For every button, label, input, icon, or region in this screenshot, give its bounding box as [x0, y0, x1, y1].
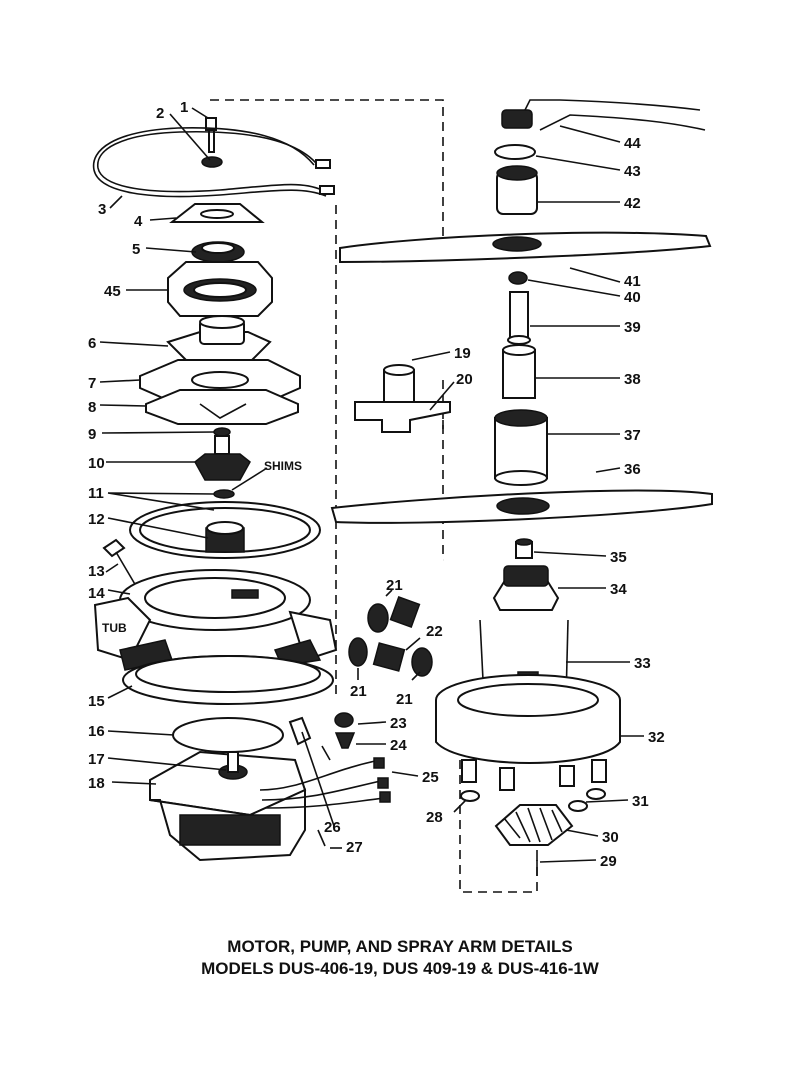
part-3-heating-element [92, 126, 335, 198]
label-21a: 21 [386, 577, 403, 594]
diagram-title-line-1: MOTOR, PUMP, AND SPRAY ARM DETAILS [227, 937, 573, 956]
label-1: 1 [180, 99, 188, 116]
label-15: 15 [88, 693, 105, 710]
label-10: 10 [88, 455, 105, 472]
label-42: 42 [624, 195, 641, 212]
part-41-upper-spray-arm [339, 231, 712, 264]
part-38-telescope [502, 344, 536, 399]
part-10-impeller [194, 435, 251, 481]
label-36: 36 [624, 461, 641, 478]
part-44-tube [501, 99, 706, 131]
label-26: 26 [324, 819, 341, 836]
label-27: 27 [346, 839, 363, 856]
part-23-nut [334, 712, 354, 728]
part-30-impeller [494, 804, 574, 846]
part-1-screw [205, 117, 217, 153]
diagram-title-line-2: MODELS DUS-406-19, DUS 409-19 & DUS-416-… [201, 959, 599, 978]
label-6: 6 [88, 335, 96, 352]
part-2-washer [201, 156, 223, 168]
label-24: 24 [390, 737, 407, 754]
part-13-bolt [102, 538, 137, 587]
leader-lines [99, 107, 644, 863]
part-28-nut [460, 790, 480, 802]
label-45: 45 [104, 283, 121, 300]
label-32: 32 [648, 729, 665, 746]
label-14: 14 [88, 585, 105, 602]
part-9-ring [213, 427, 231, 437]
label-tub: TUB [102, 621, 127, 635]
part-8-gasket [145, 389, 299, 425]
part-42-nozzle [496, 165, 538, 215]
label-44: 44 [624, 135, 641, 152]
label-shims: SHIMS [264, 459, 302, 473]
part-37-tube [494, 409, 548, 486]
part-20-bracket [354, 401, 451, 433]
label-28: 28 [426, 809, 443, 826]
part-21-valves [348, 596, 433, 677]
part-35-bushing [515, 538, 533, 559]
label-34: 34 [610, 581, 627, 598]
part-15-ring [122, 655, 334, 705]
part-18-motor [149, 750, 307, 862]
label-35: 35 [610, 549, 627, 566]
part-45-housing [167, 261, 273, 317]
label-20: 20 [456, 371, 473, 388]
label-2: 2 [156, 105, 164, 122]
label-11: 11 [88, 485, 104, 502]
label-5: 5 [132, 241, 140, 258]
label-41: 41 [624, 273, 641, 290]
label-21c: 21 [396, 691, 413, 708]
part-40-nut [508, 271, 528, 285]
label-9: 9 [88, 426, 96, 443]
label-21b: 21 [350, 683, 367, 700]
label-16: 16 [88, 723, 105, 740]
label-23: 23 [390, 715, 407, 732]
label-40: 40 [624, 289, 641, 306]
part-36-lower-spray-arm [330, 489, 713, 524]
label-13: 13 [88, 563, 105, 580]
label-39: 39 [624, 319, 641, 336]
label-25: 25 [422, 769, 439, 786]
part-19-bushing [383, 364, 415, 403]
label-29: 29 [600, 853, 617, 870]
label-3: 3 [98, 201, 106, 218]
part-39-tube [507, 291, 531, 345]
label-43: 43 [624, 163, 641, 180]
label-8: 8 [88, 399, 96, 416]
part-4-cover [169, 203, 265, 223]
label-38: 38 [624, 371, 641, 388]
part-31-nut-b [586, 788, 606, 800]
part-5-impeller [191, 241, 245, 263]
part-16-plate [172, 717, 284, 753]
part-26-clip [288, 716, 312, 746]
part-12-seal-gasket [129, 501, 321, 559]
part-6-pump-body [166, 315, 272, 361]
part-25-harness [259, 757, 391, 809]
label-30: 30 [602, 829, 619, 846]
part-43-washer [494, 144, 536, 160]
label-7: 7 [88, 375, 96, 392]
part-24b-screw [321, 745, 331, 761]
label-37: 37 [624, 427, 641, 444]
part-31-nut-a [568, 800, 588, 812]
label-22: 22 [426, 623, 443, 640]
label-31: 31 [632, 793, 649, 810]
part-27-screw [317, 829, 326, 847]
label-19: 19 [454, 345, 471, 362]
label-18: 18 [88, 775, 105, 792]
label-4: 4 [134, 213, 143, 230]
label-17: 17 [88, 751, 105, 768]
part-24-screw [334, 732, 356, 749]
part-32-pump-base [435, 674, 621, 791]
label-33: 33 [634, 655, 651, 672]
part-labels: 1 2 3 4 5 45 6 7 8 9 10 11 12 13 14 TUB … [88, 99, 665, 870]
label-12: 12 [88, 511, 105, 528]
part-34-hub [492, 565, 560, 611]
